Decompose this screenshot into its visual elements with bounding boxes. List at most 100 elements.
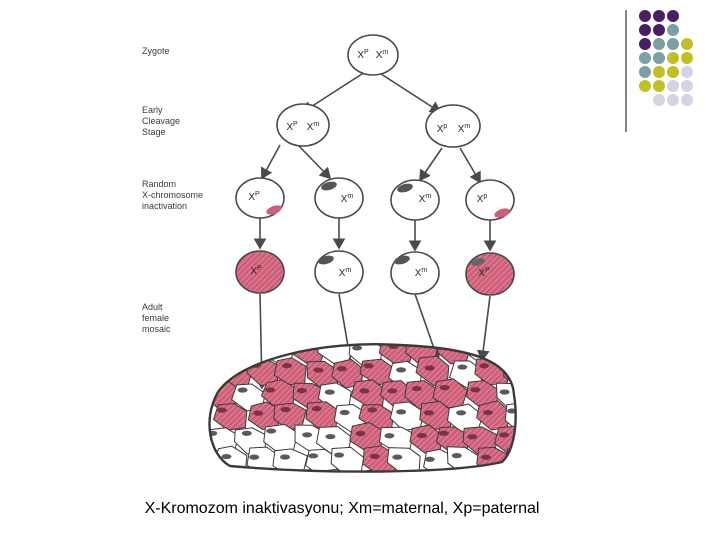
decorative-dot bbox=[653, 66, 665, 78]
svg-text:XP: XP bbox=[248, 191, 260, 203]
svg-text:Xm: Xm bbox=[419, 193, 432, 205]
barr-body bbox=[322, 476, 332, 481]
barr-body bbox=[209, 476, 219, 481]
barr-body bbox=[468, 474, 478, 479]
decorative-dot bbox=[681, 38, 693, 50]
barr-body bbox=[209, 344, 219, 350]
barr-body bbox=[387, 388, 398, 394]
svg-text:Xm: Xm bbox=[458, 123, 471, 135]
barr-body bbox=[359, 388, 370, 394]
barr-body bbox=[384, 433, 395, 439]
svg-text:Random: Random bbox=[142, 179, 176, 189]
barr-body bbox=[302, 432, 313, 438]
mosaic-cell-paternal-active bbox=[433, 467, 468, 472]
barr-body bbox=[480, 454, 491, 460]
barr-body bbox=[354, 479, 364, 484]
barr-body bbox=[479, 363, 490, 369]
barr-body bbox=[298, 476, 308, 481]
mosaic-cell-maternal-active bbox=[524, 472, 558, 490]
inactivation-cell-maternal-2: Xm bbox=[390, 179, 440, 221]
mosaic-cell-paternal-active bbox=[537, 359, 569, 385]
svg-text:X-chromosome: X-chromosome bbox=[142, 190, 203, 200]
barr-body bbox=[282, 363, 293, 369]
barr-body bbox=[280, 454, 291, 460]
barr-body bbox=[313, 367, 324, 373]
barr-body bbox=[297, 344, 308, 347]
barr-body bbox=[396, 409, 407, 415]
barr-body bbox=[267, 344, 278, 349]
clone-cell-paternal-1: XP bbox=[235, 250, 285, 294]
stage-label-random-inactivation: Random X-chromosome inactivation bbox=[142, 179, 203, 211]
inactivation-cell-paternal-1: XP bbox=[235, 177, 285, 219]
mosaic-cell-maternal-active bbox=[522, 380, 555, 408]
slide-caption: X-Kromozom inaktivasyonu; Xm=maternal, X… bbox=[144, 500, 540, 517]
svg-text:Xm: Xm bbox=[307, 121, 320, 133]
barr-body bbox=[334, 452, 345, 458]
decorative-dot bbox=[667, 24, 679, 36]
decorative-dot bbox=[667, 38, 679, 50]
svg-text:Xm: Xm bbox=[341, 193, 354, 205]
mosaic-cell-paternal-active bbox=[496, 344, 516, 367]
clone-cell-maternal-2: Xm bbox=[390, 251, 440, 295]
mosaic-cell-paternal-active bbox=[378, 344, 416, 364]
barr-body bbox=[369, 453, 380, 459]
barr-body bbox=[355, 430, 366, 437]
mosaic-cell-paternal-active bbox=[209, 468, 238, 472]
barr-body bbox=[411, 385, 422, 392]
barr-body bbox=[424, 456, 435, 462]
svg-text:Xp: Xp bbox=[437, 123, 448, 135]
mosaic-cell-paternal-active bbox=[524, 337, 558, 364]
stage-label-zygote: Zygote bbox=[142, 46, 170, 56]
decorative-dot bbox=[681, 52, 693, 64]
decorative-dot bbox=[639, 24, 651, 36]
barr-body bbox=[253, 410, 264, 416]
barr-body bbox=[439, 385, 450, 391]
clone-cell-paternal-2: XP bbox=[465, 252, 515, 296]
svg-text:Cleavage: Cleavage bbox=[142, 116, 180, 126]
mosaic-cell-paternal-active bbox=[350, 469, 385, 472]
svg-text:mosaic: mosaic bbox=[142, 324, 171, 334]
barr-body bbox=[249, 454, 260, 460]
arrow-cleavage-left-1 bbox=[260, 144, 281, 180]
mosaic-cell-paternal-active bbox=[408, 469, 442, 472]
barr-body bbox=[325, 433, 336, 440]
decorative-dot bbox=[639, 38, 651, 50]
decorative-dot bbox=[667, 80, 679, 92]
arrow-clone-4 bbox=[476, 295, 491, 362]
mosaic-cell-paternal-active bbox=[261, 471, 297, 472]
svg-text:XP: XP bbox=[250, 265, 262, 277]
decorative-dot bbox=[639, 80, 651, 92]
barr-body bbox=[392, 454, 403, 460]
svg-text:Adult: Adult bbox=[142, 302, 163, 312]
mosaic-cell-maternal-active bbox=[538, 404, 571, 433]
decorative-dot bbox=[681, 66, 693, 78]
svg-text:Early: Early bbox=[142, 105, 163, 115]
mosaic-cell-maternal-active bbox=[212, 445, 248, 472]
mosaic-cell-maternal-active bbox=[317, 468, 352, 472]
svg-text:XP: XP bbox=[286, 121, 298, 133]
svg-text:XP: XP bbox=[478, 267, 490, 279]
barr-body bbox=[266, 476, 276, 481]
decorative-dot-grid bbox=[625, 10, 693, 132]
svg-text:XP: XP bbox=[357, 49, 369, 61]
barr-body bbox=[530, 341, 540, 346]
barr-body bbox=[308, 453, 319, 459]
barr-body bbox=[457, 364, 468, 370]
barr-body bbox=[234, 345, 245, 351]
mosaic-cell-maternal-active bbox=[497, 468, 516, 472]
decorative-dot bbox=[667, 52, 679, 64]
barr-body bbox=[336, 366, 347, 372]
svg-text:Xm: Xm bbox=[415, 267, 428, 279]
barr-body bbox=[540, 364, 550, 369]
decorative-dot bbox=[653, 38, 665, 50]
x-inactivation-diagram: Zygote Early Cleavage Stage Random X-chr… bbox=[142, 34, 571, 490]
barr-body bbox=[499, 389, 510, 395]
stage-label-adult-mosaic: Adult female mosaic bbox=[142, 302, 171, 334]
barr-body bbox=[525, 386, 535, 391]
zygote-cell: XP Xm bbox=[347, 34, 399, 76]
decorative-dot bbox=[667, 66, 679, 78]
decorative-dot bbox=[653, 80, 665, 92]
svg-text:Xm: Xm bbox=[376, 49, 389, 61]
decorative-dot bbox=[681, 80, 693, 92]
barr-body bbox=[439, 476, 449, 481]
